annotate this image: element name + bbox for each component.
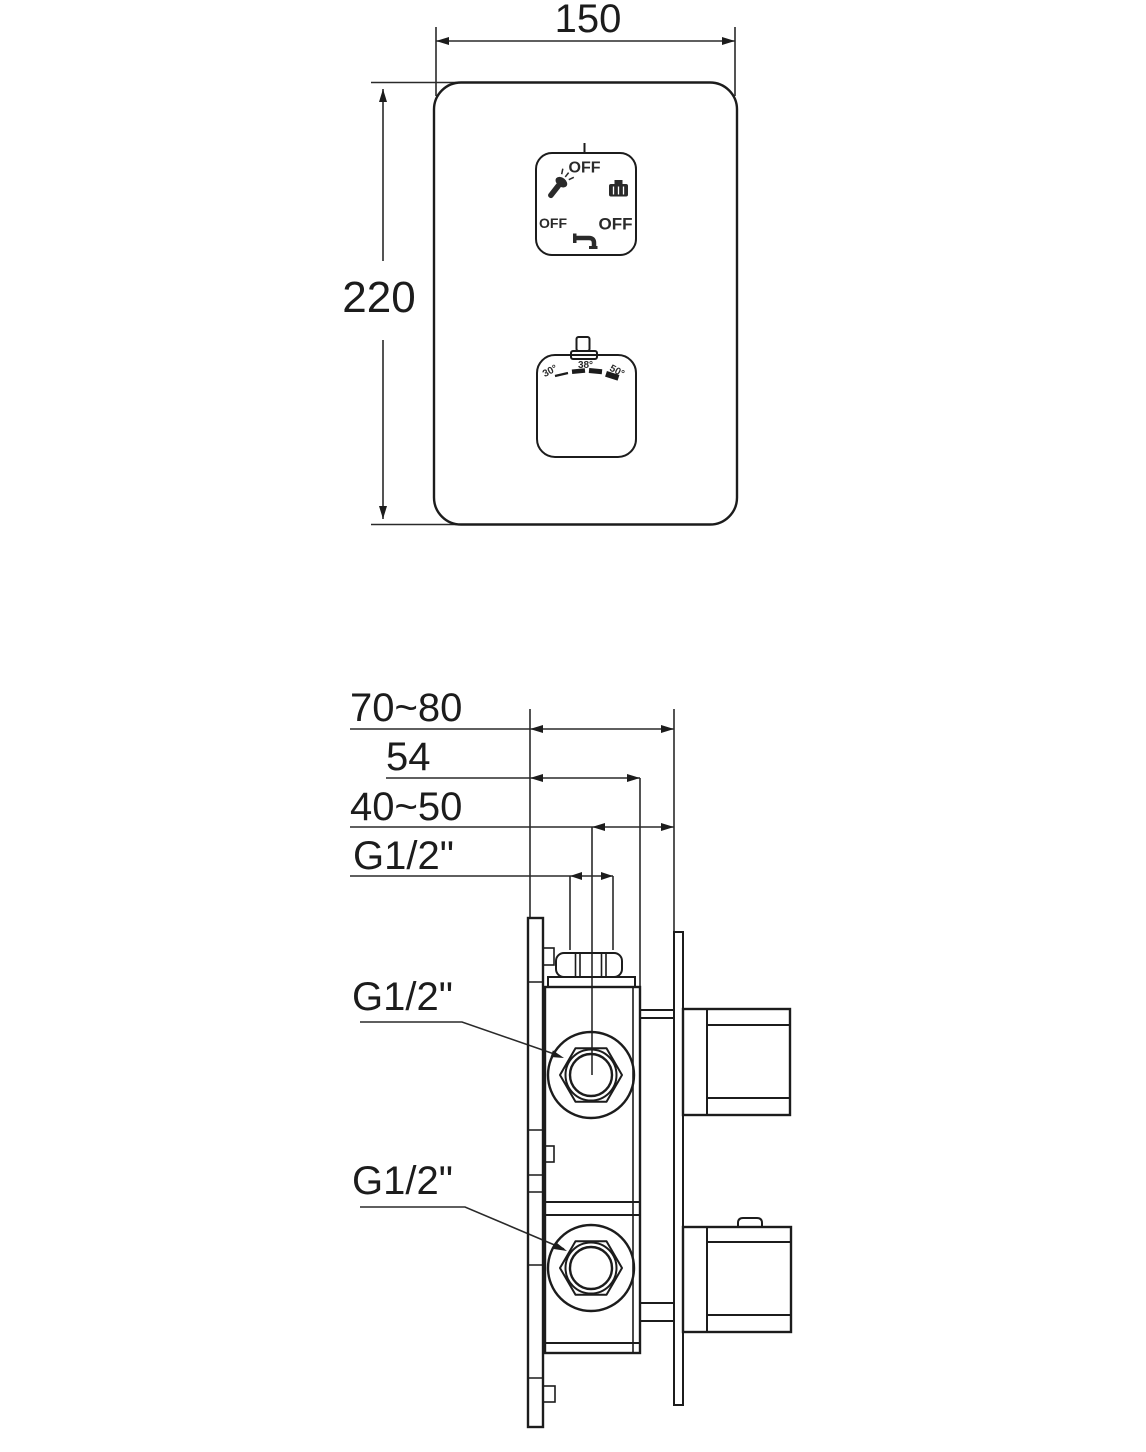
temp-label-low: 30°: [541, 363, 560, 380]
front-view: 150 220 OFF OFF OFF: [342, 0, 739, 526]
extension-lines: [435, 27, 736, 96]
lower-port-label: G1/2": [352, 1159, 453, 1203]
wall-bracket-plate: [526, 916, 556, 1429]
diverter-knob-side: [681, 1007, 792, 1117]
arrowhead-up: [379, 89, 387, 102]
extension-lines: [371, 81, 466, 526]
lower-port: [546, 1223, 636, 1313]
depth-overall-label: 70~80: [350, 686, 462, 730]
arrowhead-right: [722, 37, 735, 45]
bracket-clip: [542, 1385, 556, 1403]
width-dim-label: 150: [555, 0, 622, 41]
temp-label-mid: 38°: [578, 360, 593, 371]
temp-scale-arc: [554, 368, 620, 381]
handshower-icon: [548, 168, 575, 199]
off-label-left: OFF: [539, 215, 567, 231]
bracket-joints: [528, 981, 543, 1379]
arrowhead-down: [379, 506, 387, 519]
valve-body: [543, 985, 642, 1355]
safety-button-side: [737, 1217, 763, 1227]
center-depth-label: 40~50: [350, 785, 462, 829]
port-hex-nut: [559, 1047, 623, 1103]
upper-port: [546, 1030, 636, 1120]
top-connection-label: G1/2": [353, 834, 454, 878]
arrowhead-left: [436, 37, 449, 45]
trim-plate-outline: [432, 81, 739, 526]
width-dimension: 150: [435, 0, 736, 96]
upper-port-leader: [360, 1021, 564, 1058]
body-joints: [545, 1201, 640, 1344]
mounting-struts: [640, 1009, 674, 1322]
lower-port-leader: [360, 1206, 567, 1251]
diverter-button: OFF OFF OFF: [535, 143, 637, 256]
height-dim-label: 220: [342, 273, 415, 322]
thermostat-button: 30° 38° 50°: [536, 336, 637, 458]
port-hex-nut: [559, 1240, 623, 1296]
spout-icon: [573, 233, 598, 249]
height-dimension: 220: [342, 81, 466, 526]
inlet-pipe-lines: [569, 876, 614, 950]
bracket-clip: [542, 1145, 555, 1163]
overhead-shower-icon: [609, 180, 628, 197]
off-label-right: OFF: [599, 215, 633, 234]
upper-port-label: G1/2": [352, 975, 453, 1019]
thermostat-knob-side: [681, 1217, 793, 1334]
off-label-top: OFF: [569, 160, 601, 177]
body-depth-label: 54: [386, 735, 431, 779]
nut-facets: [574, 953, 607, 977]
diverter-button-outline: [535, 152, 637, 256]
trim-plate-edge: [673, 931, 684, 1406]
bracket-clip: [542, 947, 555, 966]
depth-dimensions: [350, 709, 675, 1075]
thermostat-button-outline: [536, 354, 637, 458]
side-view: 70~80 54 40~50 G1/2" G1/2" G1/2": [350, 686, 793, 1429]
